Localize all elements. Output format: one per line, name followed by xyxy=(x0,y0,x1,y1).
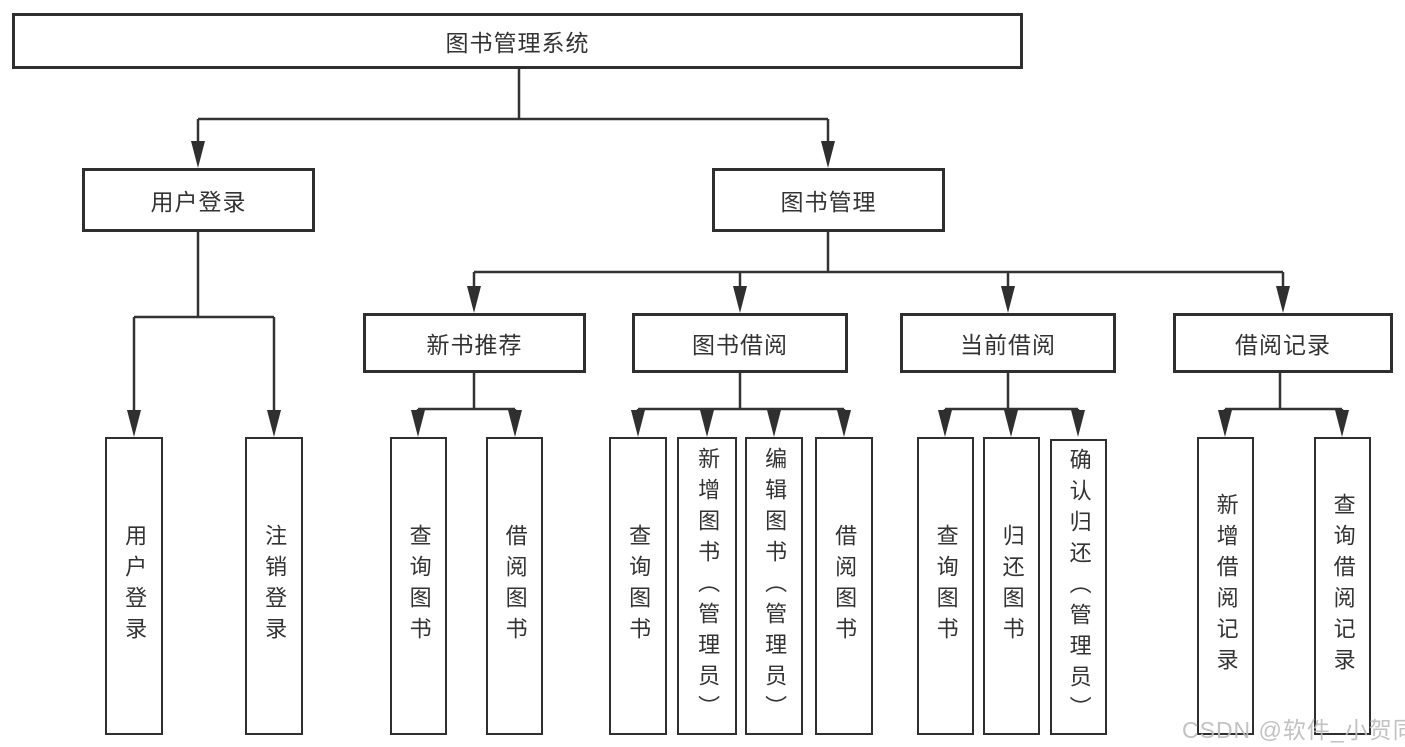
leaf-user-login: 用户登录 xyxy=(105,437,163,735)
node-label: 当前借阅 xyxy=(960,332,1056,358)
node-label: 图书管理系统 xyxy=(445,30,590,56)
leaf-add-books-admin: 新增图书（管理员） xyxy=(677,437,737,735)
node-borrowing-records: 借阅记录 xyxy=(1173,313,1393,373)
node-user-login-branch: 用户登录 xyxy=(82,168,315,232)
leaf-label: 注销登录 xyxy=(262,524,288,648)
leaf-label: 归还图书 xyxy=(999,524,1025,648)
leaf-label: 查询借阅记录 xyxy=(1330,493,1356,679)
node-book-management-branch: 图书管理 xyxy=(712,168,945,232)
node-label: 图书借阅 xyxy=(692,332,788,358)
leaf-label: 查询图书 xyxy=(933,524,959,648)
leaf-label: 确认归还（管理员） xyxy=(1066,447,1092,727)
node-label: 用户登录 xyxy=(150,189,247,215)
leaf-borrow-books-2: 借阅图书 xyxy=(815,437,873,735)
leaf-edit-books-admin: 编辑图书（管理员） xyxy=(745,437,803,735)
node-new-book-recommendation: 新书推荐 xyxy=(363,313,586,373)
leaf-label: 借阅图书 xyxy=(832,524,858,648)
leaf-query-borrow-record: 查询借阅记录 xyxy=(1314,437,1371,735)
node-current-borrowing: 当前借阅 xyxy=(900,313,1116,373)
arrowheads xyxy=(127,141,1349,437)
leaf-label: 借阅图书 xyxy=(502,524,528,648)
leaf-label: 新增图书（管理员） xyxy=(695,446,721,726)
leaf-query-books-2: 查询图书 xyxy=(609,437,667,735)
leaf-return-books: 归还图书 xyxy=(983,437,1040,735)
leaf-label: 新增借阅记录 xyxy=(1213,493,1239,679)
leaf-borrow-books-1: 借阅图书 xyxy=(486,437,543,735)
node-label: 借阅记录 xyxy=(1235,332,1331,358)
csdn-watermark: CSDN @软件_小贺同学 xyxy=(1182,717,1405,743)
leaf-label: 查询图书 xyxy=(626,524,652,648)
leaf-label: 用户登录 xyxy=(122,524,148,648)
leaf-label: 编辑图书（管理员） xyxy=(762,446,788,726)
node-book-borrowing: 图书借阅 xyxy=(632,313,848,373)
node-label: 新书推荐 xyxy=(426,332,523,358)
leaf-add-borrow-record: 新增借阅记录 xyxy=(1197,437,1254,735)
node-library-management-system: 图书管理系统 xyxy=(12,13,1023,69)
leaf-query-books-3: 查询图书 xyxy=(917,437,974,735)
leaf-logout: 注销登录 xyxy=(245,437,303,735)
leaf-query-books-1: 查询图书 xyxy=(390,437,447,735)
leaf-confirm-return-admin: 确认归还（管理员） xyxy=(1050,439,1107,735)
node-label: 图书管理 xyxy=(780,189,877,215)
leaf-label: 查询图书 xyxy=(406,524,432,648)
